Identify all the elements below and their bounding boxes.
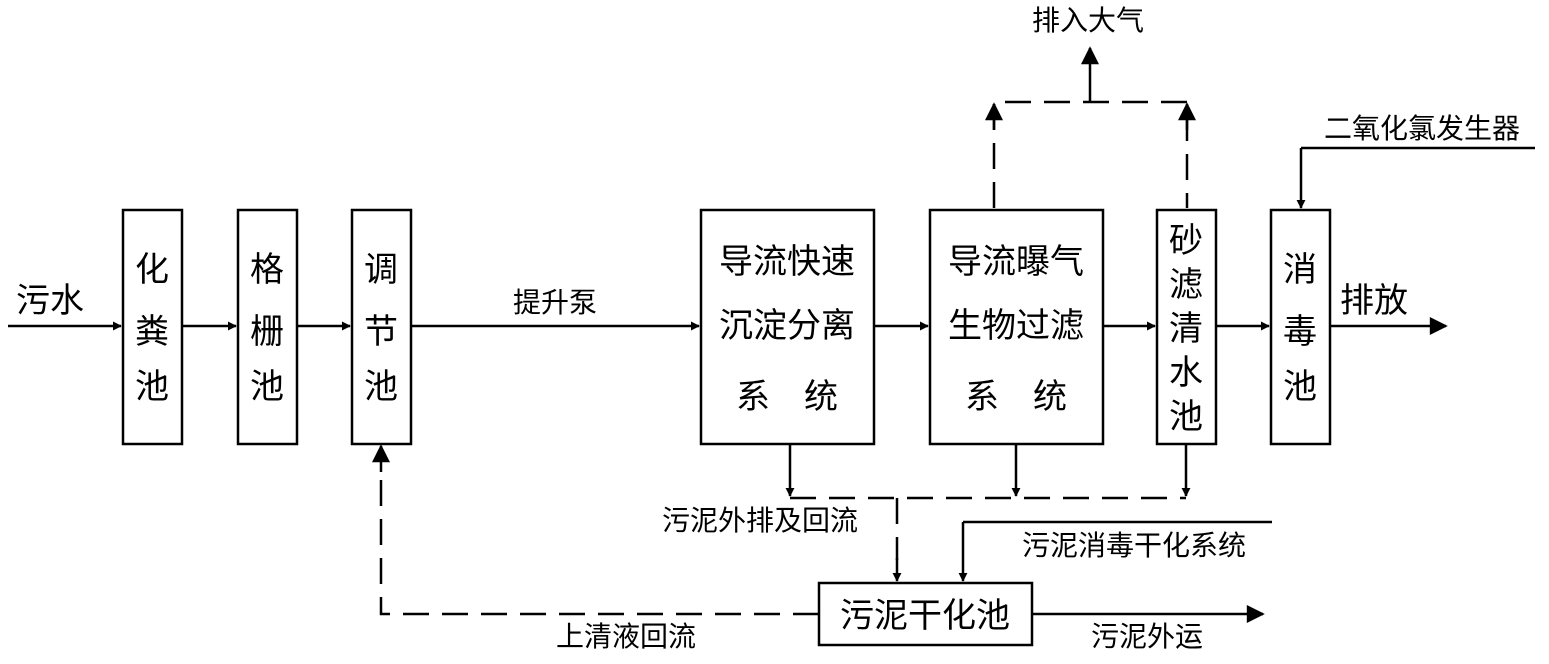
adjust-tank-box [350, 208, 413, 446]
grid-tank-label-1: 格 [250, 250, 284, 290]
sand-filter-tank-label-1: 砂 [1169, 221, 1203, 261]
aeration-system-box [928, 208, 1105, 446]
aeration-system-label-1: 导流曝气 [948, 242, 1084, 282]
disinfect-tank-label-1: 消 [1283, 250, 1317, 290]
aeration-system-label-2: 生物过滤 [948, 306, 1084, 346]
sand-filter-tank-label-4: 水 [1169, 353, 1203, 393]
discharge-label: 排放 [1340, 281, 1408, 321]
disinfect-tank-label-3: 池 [1283, 367, 1317, 407]
sludge-dry-tank-label: 污泥干化池 [840, 596, 1010, 636]
disinfect-tank-box [1269, 208, 1332, 446]
lift-pump-label: 提升泵 [513, 286, 597, 319]
disinfect-tank-label-2: 毒 [1283, 312, 1317, 352]
aeration-system-label-3: 系 统 [965, 377, 1067, 417]
sludge-disinfect-dry-label: 污泥消毒干化系统 [1022, 529, 1246, 562]
adjust-tank-label-1: 调 [364, 250, 398, 290]
adjust-tank-label-2: 节 [364, 312, 398, 352]
septic-tank-label-1: 化 [135, 250, 169, 290]
sand-filter-tank-label-2: 滤 [1169, 265, 1203, 305]
sedimentation-system-label-2: 沉淀分离 [719, 306, 855, 346]
grid-tank-label-2: 栅 [250, 312, 284, 352]
supernatant-return-label: 上清液回流 [556, 620, 696, 653]
sand-filter-tank-box [1155, 208, 1218, 446]
chlorine-dioxide-label: 二氧化氯发生器 [1324, 112, 1520, 145]
sedimentation-system-label-1: 导流快速 [719, 242, 855, 282]
sewage-in-label: 污水 [16, 281, 84, 321]
air-out-label: 排入大气 [1032, 4, 1144, 37]
supernatant-return-dashed [379, 470, 819, 616]
sludge-discharge-return-label: 污泥外排及回流 [662, 504, 858, 537]
septic-tank-box [121, 208, 184, 446]
septic-tank-label-3: 池 [135, 367, 169, 407]
exhaust-dashed-loop [992, 100, 1189, 208]
sedimentation-system-box [699, 208, 876, 446]
septic-tank-label-2: 粪 [135, 312, 169, 352]
sand-filter-tank-label-3: 清 [1169, 309, 1203, 349]
sedimentation-system-label-3: 系 统 [736, 377, 838, 417]
sludge-transport-label: 污泥外运 [1091, 620, 1203, 653]
adjust-tank-label-3: 池 [364, 367, 398, 407]
grid-tank-box [236, 208, 299, 446]
grid-tank-label-3: 池 [250, 367, 284, 407]
sand-filter-tank-label-5: 池 [1169, 397, 1203, 437]
